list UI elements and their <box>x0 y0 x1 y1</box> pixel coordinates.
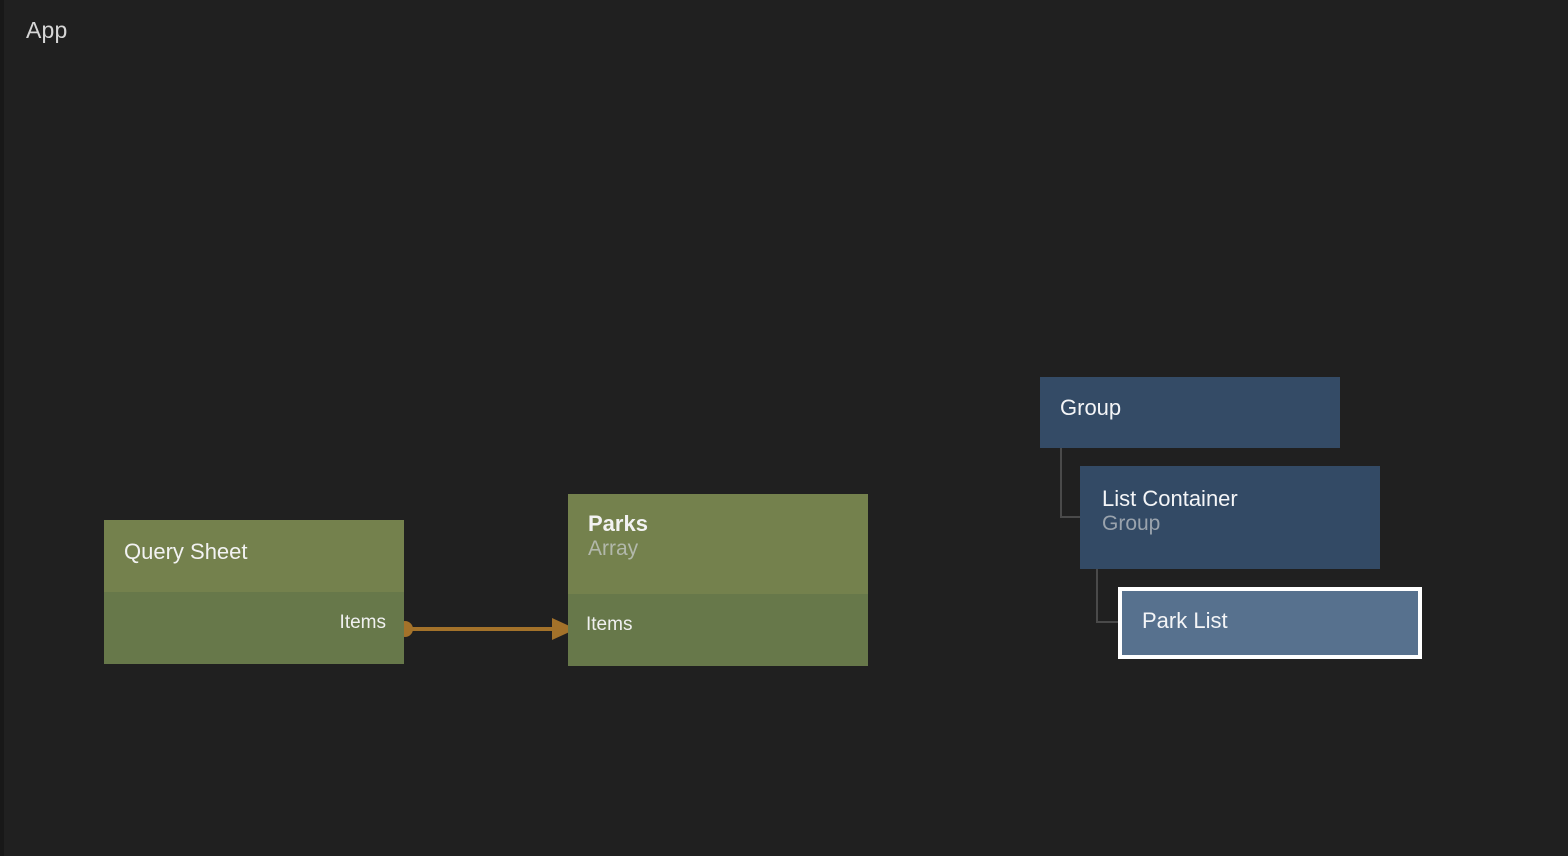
node-list-container-subtitle: Group <box>1102 511 1161 535</box>
tree-connector-group-to-list-container <box>1060 442 1082 518</box>
port-parks-items-in[interactable]: Items <box>586 614 633 635</box>
port-query-sheet-items-out[interactable]: Items <box>339 612 386 633</box>
page-title: App <box>26 17 68 43</box>
node-query-sheet-header: Query Sheet <box>104 520 404 592</box>
node-parks-title: Parks <box>588 511 648 536</box>
connection-query-sheet-to-parks <box>397 618 576 640</box>
node-list-container-title: List Container <box>1102 486 1238 511</box>
node-park-list[interactable]: Park List <box>1118 587 1422 659</box>
node-parks[interactable]: Parks Array Items <box>568 494 868 666</box>
node-group[interactable]: Group <box>1040 377 1340 448</box>
node-query-sheet[interactable]: Query Sheet Items <box>104 520 404 664</box>
node-list-container[interactable]: List Container Group <box>1080 466 1380 569</box>
tree-connector-list-container-to-park-list <box>1096 562 1119 623</box>
node-park-list-title: Park List <box>1142 608 1228 633</box>
node-parks-header: Parks Array <box>568 494 868 594</box>
node-parks-subtitle: Array <box>588 536 639 560</box>
node-group-title: Group <box>1060 395 1122 420</box>
node-query-sheet-body: Items <box>104 592 404 664</box>
node-parks-body: Items <box>568 594 868 666</box>
node-query-sheet-title: Query Sheet <box>124 539 248 564</box>
